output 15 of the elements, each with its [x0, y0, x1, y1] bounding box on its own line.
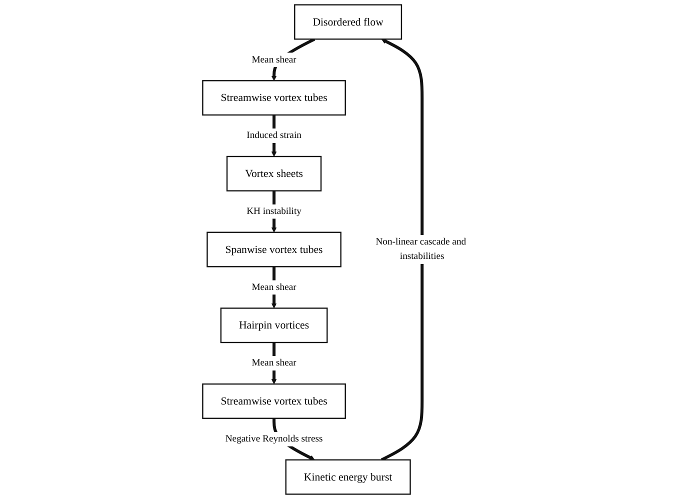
node-box: Streamwise vortex tubes — [202, 383, 346, 419]
node-box: Streamwise vortex tubes — [202, 80, 346, 116]
edge-label: Negative Reynolds stress — [225, 434, 323, 444]
edge-label: KH instability — [246, 206, 302, 216]
edge-label: Mean shear — [252, 54, 296, 65]
edge-label: Mean shear — [252, 282, 296, 292]
node-box: Kinetic energy burst — [285, 459, 411, 495]
arrow — [380, 38, 424, 462]
edge-label: Induced strain — [246, 130, 302, 141]
node-box: Disordered flow — [294, 4, 402, 40]
node-box: Hairpin vortices — [220, 308, 328, 344]
node-box: Vortex sheets — [226, 156, 322, 192]
edge-label: Non-linear cascade and instabilities — [376, 236, 466, 262]
node-box: Spanwise vortex tubes — [206, 232, 342, 268]
edge-label: Mean shear — [252, 358, 296, 368]
